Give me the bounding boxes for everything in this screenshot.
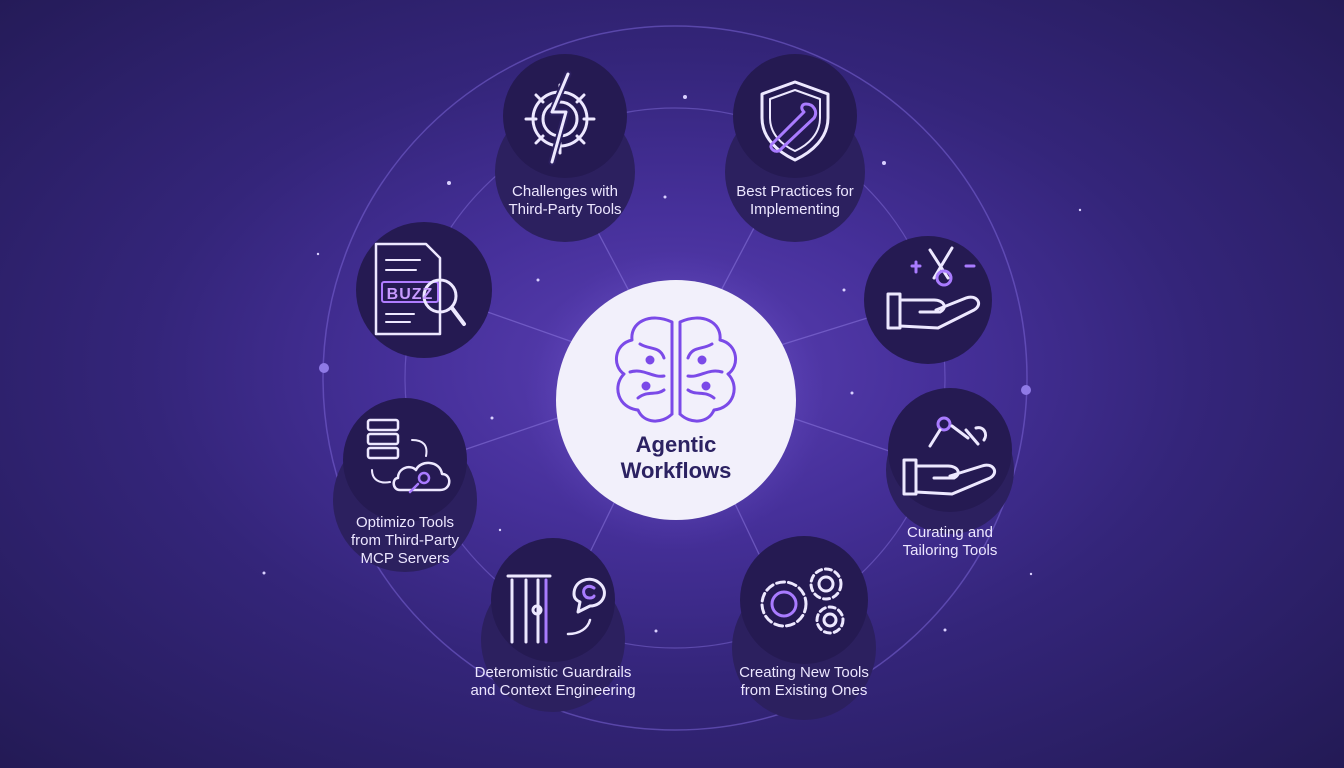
node-best-practices bbox=[725, 54, 865, 242]
brain-icon bbox=[615, 316, 737, 423]
outer-orbit-ring bbox=[322, 25, 1028, 731]
hand-wrench-gear-icon bbox=[902, 416, 996, 496]
document-search-buzz-icon bbox=[374, 242, 466, 336]
barrier-chat-icon bbox=[506, 574, 606, 644]
node-label-guardrails: Deteromistic Guardrails and Context Engi… bbox=[470, 664, 636, 699]
node-label-creating: Creating New Tools from Existing Ones bbox=[739, 664, 869, 699]
node-guardrails bbox=[481, 538, 625, 712]
hand-tools-icon bbox=[886, 246, 980, 330]
node-label-optimize: Optimizo Tools from Third-Party MCP Serv… bbox=[350, 514, 460, 567]
orbit-dot bbox=[1021, 385, 1031, 395]
node-label-best-practices: Best Practices for Implementing bbox=[736, 183, 854, 218]
gear-lightning-icon bbox=[524, 70, 596, 166]
node-label-challenges: Challenges with Third-Party Tools bbox=[508, 183, 622, 218]
node-label-curating: Curating and Tailoring Tools bbox=[902, 524, 998, 559]
buzz-text: BUZZ bbox=[387, 286, 434, 303]
gears-icon bbox=[760, 567, 845, 635]
hub-circle bbox=[556, 280, 796, 520]
orbit-dot bbox=[319, 363, 329, 373]
inner-orbit-ring bbox=[404, 107, 946, 649]
hub-title: Agentic Workflows bbox=[620, 432, 732, 483]
server-cloud-icon bbox=[366, 418, 451, 494]
shield-wrench-icon bbox=[760, 80, 830, 162]
